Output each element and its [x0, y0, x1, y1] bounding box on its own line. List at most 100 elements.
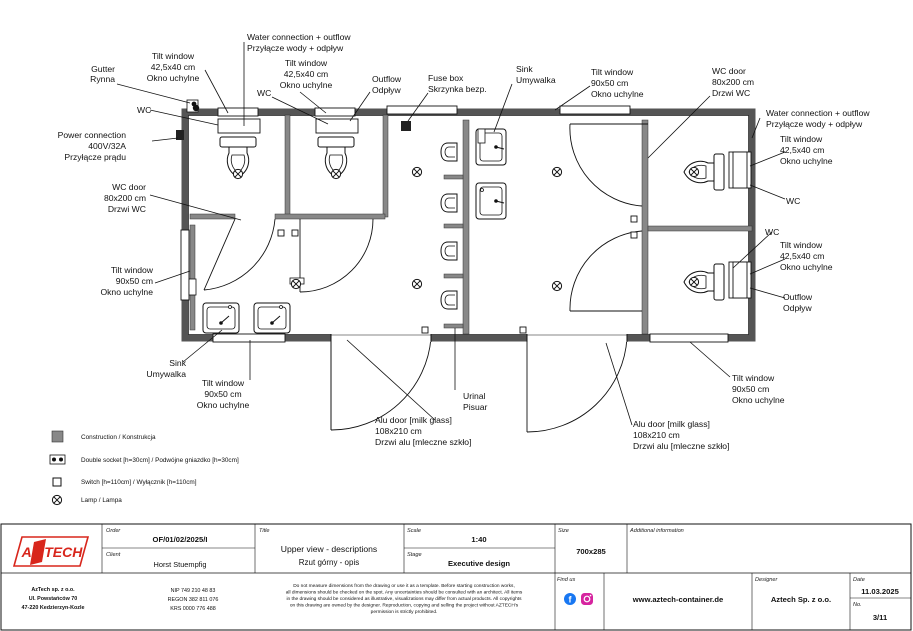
urinal-3 — [440, 241, 458, 261]
svg-text:AZ TECH: AZ TECH — [21, 544, 84, 560]
title-value-pl: Rzut górny - opis — [299, 558, 359, 567]
lamp — [688, 166, 700, 178]
date-value: 11.03.2025 — [861, 587, 899, 596]
tilt-window-top-2 — [314, 107, 356, 117]
lamp — [551, 280, 563, 292]
find-us-heading: Find us — [557, 577, 576, 583]
outer-wall — [181, 108, 756, 342]
designer-value: Aztech Sp. z o.o. — [771, 595, 831, 604]
wc-label: WC — [137, 105, 151, 115]
lamp — [411, 166, 423, 178]
scale-value: 1:40 — [471, 535, 486, 544]
legend: Construction / Konstrukcja Double socket… — [49, 430, 239, 506]
date-heading: Date — [853, 577, 865, 583]
sheet-number-heading: No. — [853, 602, 862, 608]
wc-label: WC — [786, 196, 800, 206]
client-heading: Client — [106, 552, 121, 558]
tilt-window-top-1 — [217, 107, 259, 117]
lamp — [551, 166, 563, 178]
legend-double-socket-icon — [49, 454, 66, 465]
sheet-number-value: 3/11 — [873, 613, 888, 622]
sink-4 — [475, 182, 507, 220]
order-value: OF/01/02/2025/I — [153, 535, 208, 544]
legend-lamp-icon — [51, 494, 63, 506]
facebook-icon[interactable]: f — [564, 593, 576, 605]
website-link[interactable]: www.aztech-container.de — [632, 595, 723, 604]
instagram-icon[interactable] — [581, 593, 593, 605]
tilt-window-bottom-right — [649, 333, 729, 343]
lamp — [688, 276, 700, 288]
urinal-2 — [440, 193, 458, 213]
water-connection-marker — [192, 104, 200, 112]
title-value: Upper view - descriptions — [281, 544, 377, 554]
lamp — [232, 168, 244, 180]
aztech-logo: AZ TECH — [12, 536, 90, 567]
additional-info-heading: Additional information — [629, 528, 684, 534]
lamp — [411, 278, 423, 290]
power-connection-box — [176, 130, 184, 140]
doors — [203, 123, 648, 433]
tilt-window-bottom-left — [212, 333, 286, 343]
client-value: Horst Stuempfig — [154, 560, 207, 569]
wc-label: WC — [257, 88, 271, 98]
interior-walls — [189, 114, 753, 335]
scale-heading: Scale — [407, 528, 421, 534]
title-block: AZ TECH Order OF/01/02/2025/I Client Hor… — [0, 523, 912, 631]
legend-lamp-label: Lamp / Lampa — [81, 497, 122, 504]
tilt-window-top-right — [559, 105, 631, 115]
legend-construction-label: Construction / Konstrukcja — [81, 434, 156, 441]
sink-2 — [253, 302, 291, 334]
wc-label: WC — [765, 227, 779, 237]
legend-double-socket-label: Double socket [h=30cm] / Podwójne gniazd… — [81, 457, 239, 464]
size-heading: Size — [558, 528, 569, 534]
designer-heading: Designer — [755, 577, 779, 583]
fuse-box — [401, 121, 411, 131]
stage-value: Executive design — [448, 559, 510, 568]
size-value: 700x285 — [576, 547, 606, 556]
legend-switch-icon — [52, 477, 62, 487]
tilt-window-top-hall — [386, 105, 458, 115]
lamp — [290, 278, 302, 290]
urinal-4 — [440, 290, 458, 310]
order-heading: Order — [106, 528, 121, 534]
svg-text:f: f — [569, 595, 573, 605]
tilt-window-left — [180, 229, 190, 301]
floor-plan — [176, 99, 756, 433]
title-heading: Title — [259, 528, 270, 534]
sink-1 — [202, 302, 240, 334]
leader-lines — [116, 42, 786, 426]
urinal-1 — [440, 142, 458, 162]
lamp — [330, 168, 342, 180]
stage-heading: Stage — [407, 552, 422, 558]
switches — [277, 215, 638, 334]
disclaimer: Do not measure dimensions from the drawi… — [286, 583, 523, 615]
legend-construction-swatch — [51, 430, 64, 443]
legend-switch-label: Switch [h=110cm] / Wyłącznik [h=110cm] — [81, 479, 197, 486]
